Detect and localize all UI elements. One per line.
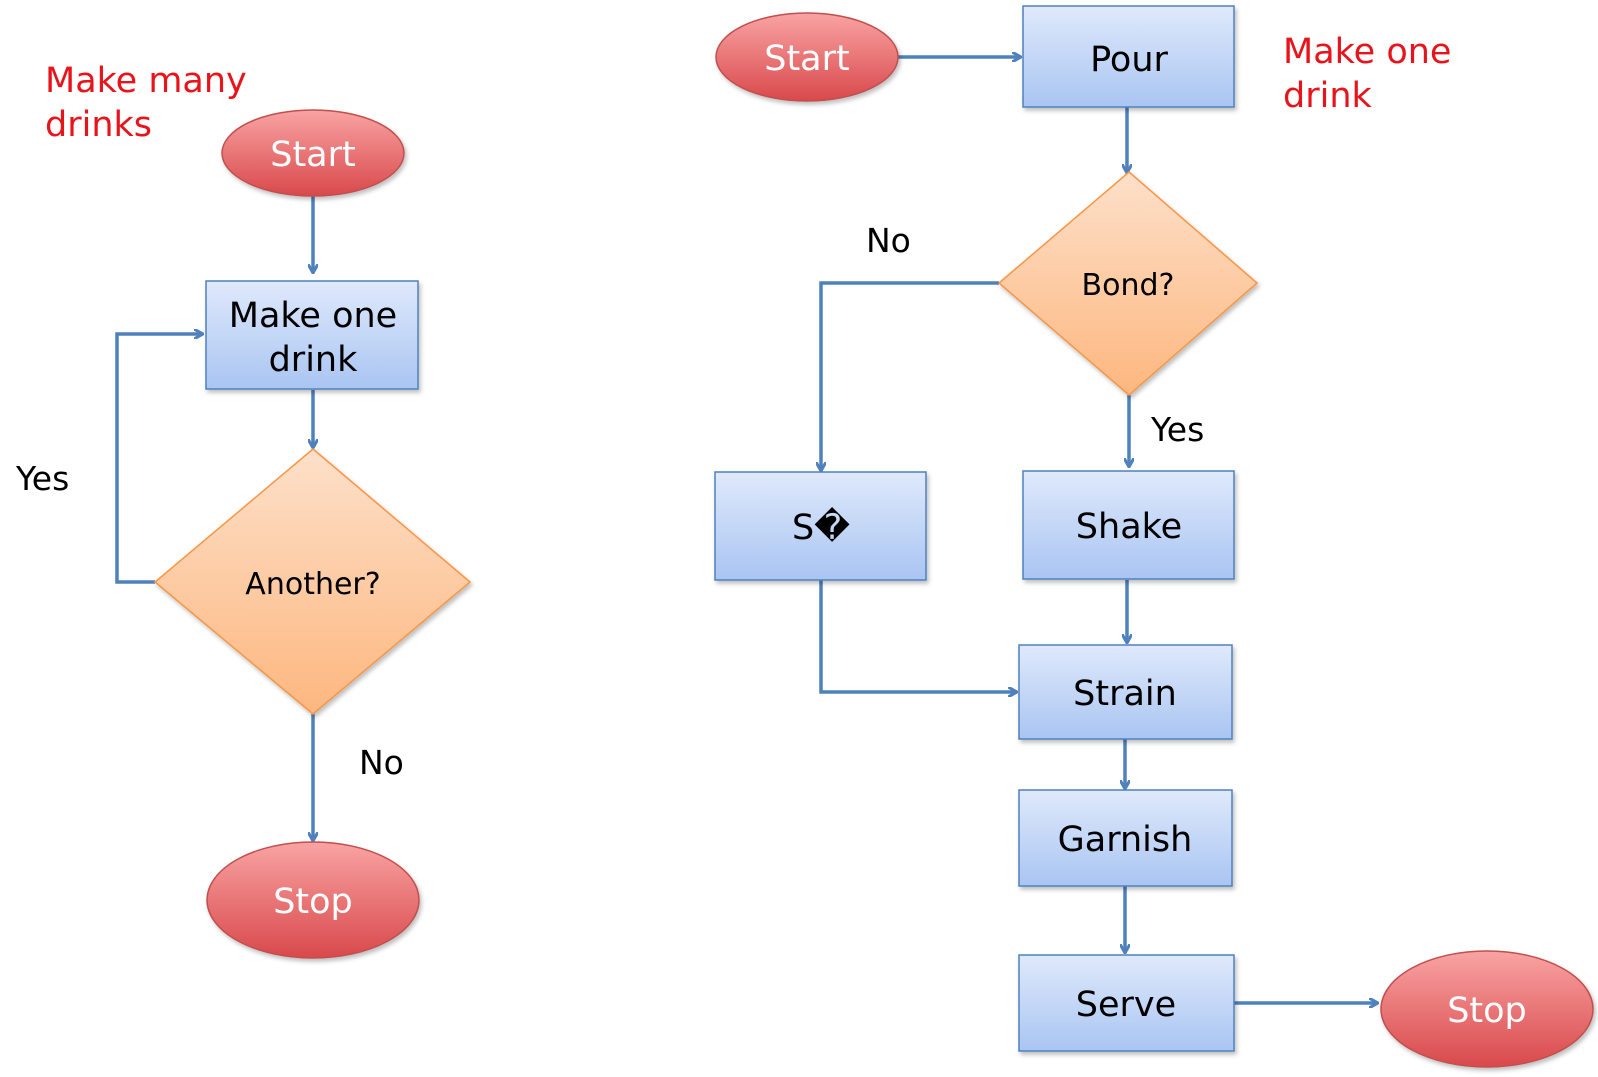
right-start-terminator — [715, 12, 899, 102]
right-serve-box — [1018, 954, 1235, 1052]
edge-bond-no-to-stir — [821, 281, 999, 470]
left-title-line1: Make many — [45, 61, 247, 101]
right-pour-label: Pour — [1090, 40, 1168, 80]
left-start-terminator — [221, 109, 405, 197]
left-start-label: Start — [270, 135, 356, 175]
left-flow: Start Make one drink Another? Stop Yes N… — [15, 61, 472, 959]
right-yes-label: Yes — [1150, 410, 1204, 449]
left-another-decision — [153, 448, 472, 715]
left-another-label: Another? — [245, 567, 380, 602]
right-title-line1: Make one — [1283, 32, 1451, 72]
edge-another-yes-loop — [115, 334, 202, 584]
left-title-line2: drinks — [45, 105, 152, 145]
right-stir-label: S� — [792, 506, 850, 548]
right-garnish-box — [1018, 789, 1233, 887]
right-start-label: Start — [764, 39, 850, 79]
edge-stir-to-strain — [819, 580, 1016, 692]
right-stir-box — [714, 471, 927, 581]
left-no-label: No — [359, 743, 404, 782]
left-make-one-drink-label-line2: drink — [269, 340, 359, 380]
right-title-line2: drink — [1283, 76, 1373, 116]
left-make-one-drink-label-line1: Make one — [229, 296, 397, 336]
left-stop-terminator — [206, 841, 420, 959]
right-pour-box — [1022, 5, 1235, 108]
right-garnish-label: Garnish — [1058, 820, 1193, 860]
right-shake-label: Shake — [1076, 507, 1182, 547]
right-no-label: No — [866, 221, 911, 260]
right-flow: Start Pour Bond? S� Shake Strain Garnish… — [714, 5, 1594, 1068]
right-serve-label: Serve — [1076, 985, 1176, 1025]
left-make-one-drink-box — [205, 280, 419, 390]
right-strain-label: Strain — [1073, 674, 1177, 714]
right-stop-terminator — [1380, 950, 1594, 1068]
right-shake-box — [1022, 470, 1235, 580]
right-strain-box — [1018, 644, 1233, 740]
left-stop-label: Stop — [273, 882, 353, 922]
left-yes-label: Yes — [15, 459, 69, 498]
right-stop-label: Stop — [1447, 991, 1527, 1031]
right-bond-decision — [997, 171, 1259, 396]
right-bond-label: Bond? — [1082, 268, 1175, 303]
